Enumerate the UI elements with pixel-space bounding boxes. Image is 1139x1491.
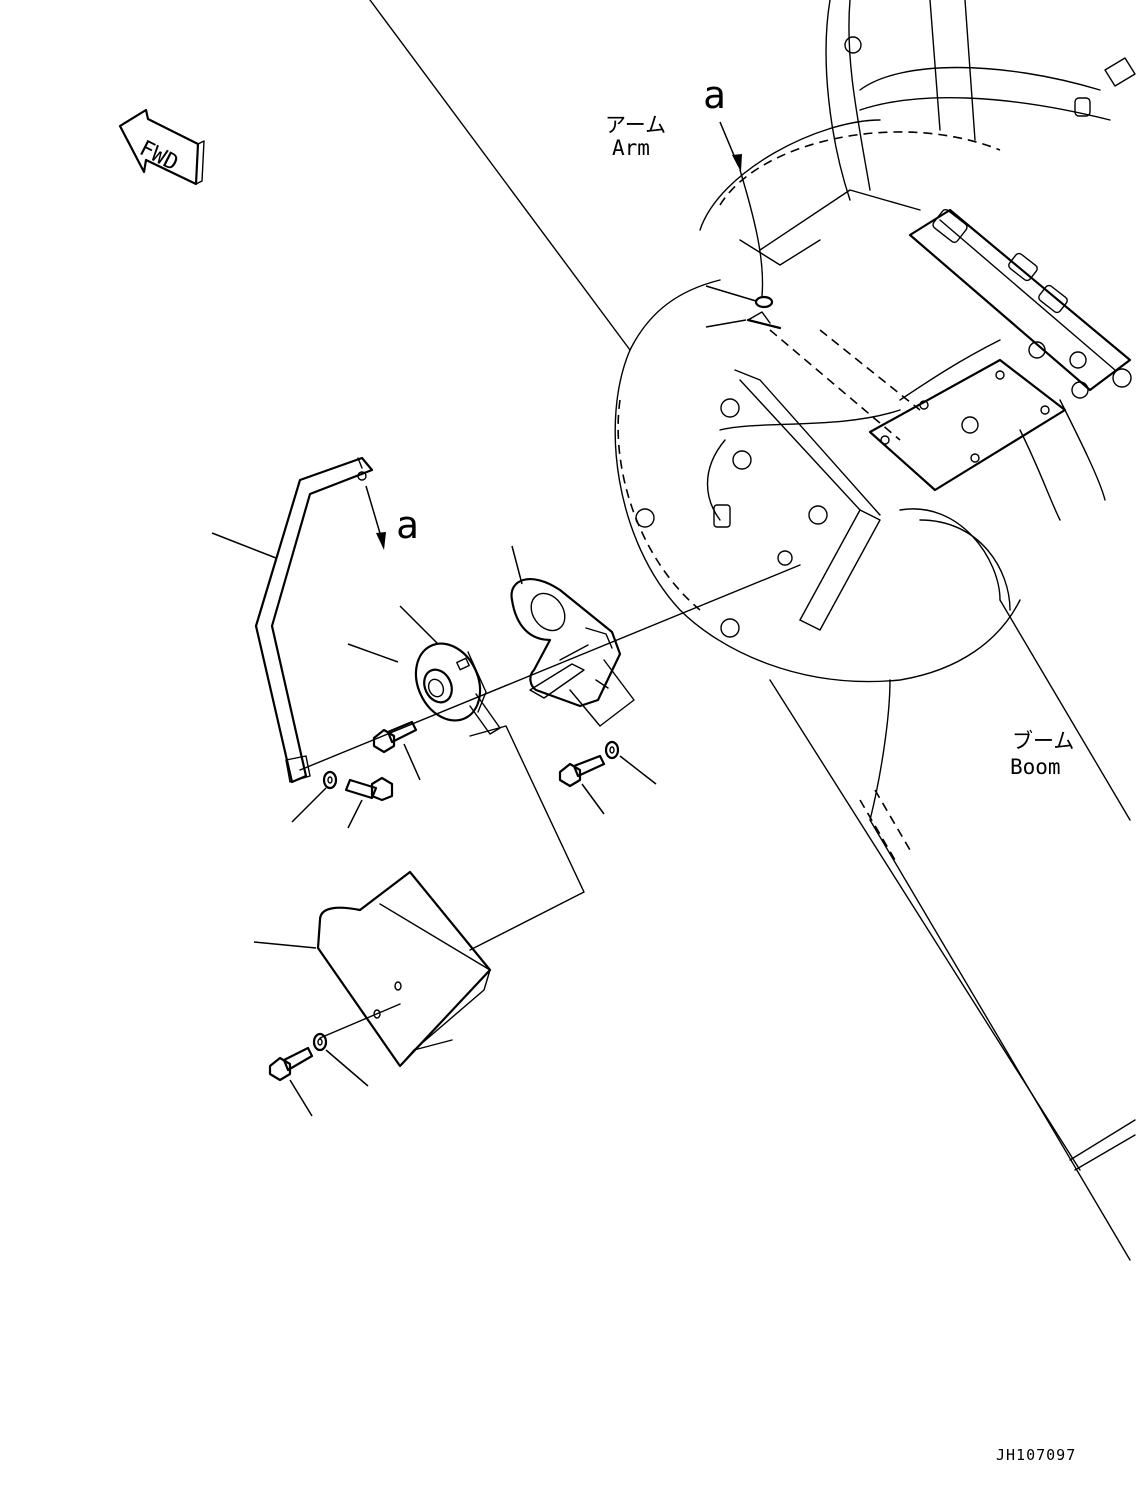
arm-label-jp: アーム xyxy=(605,113,666,137)
bolt-bracket xyxy=(558,754,606,815)
bolt-upper xyxy=(372,720,421,781)
drawing-code: JH107097 xyxy=(996,1446,1076,1464)
bent-link-rod xyxy=(211,456,374,784)
cover-fasteners xyxy=(268,1032,369,1117)
assembly-axis-line xyxy=(299,564,801,771)
bolt-lower xyxy=(344,776,394,829)
washer-bracket xyxy=(604,740,657,785)
washer-cover xyxy=(312,1032,369,1087)
cylinder-assembly xyxy=(868,208,1132,521)
arm-pin-washer xyxy=(705,285,782,330)
arm-label-en: Arm xyxy=(612,136,650,160)
view-a-indicator-top: a xyxy=(703,73,764,297)
fasteners xyxy=(291,720,657,829)
arm-outline xyxy=(369,0,1136,351)
view-a-label-top: a xyxy=(703,73,726,117)
lever-bracket xyxy=(510,545,635,727)
boom-head-hub xyxy=(614,279,1021,683)
cover-reference-line xyxy=(469,725,585,951)
fwd-direction-arrow: FWD xyxy=(118,108,205,186)
rotary-sensor xyxy=(347,605,501,735)
boom-body xyxy=(769,508,1136,1261)
bolt-cover xyxy=(268,1046,314,1117)
boom-label-jp: ブーム xyxy=(1012,729,1074,753)
sensor-cover xyxy=(253,870,492,1068)
washer-rod xyxy=(291,770,338,823)
view-a-indicator-mid: a xyxy=(365,485,419,550)
boom-label-en: Boom xyxy=(1010,755,1061,779)
view-a-label-mid: a xyxy=(396,503,419,547)
